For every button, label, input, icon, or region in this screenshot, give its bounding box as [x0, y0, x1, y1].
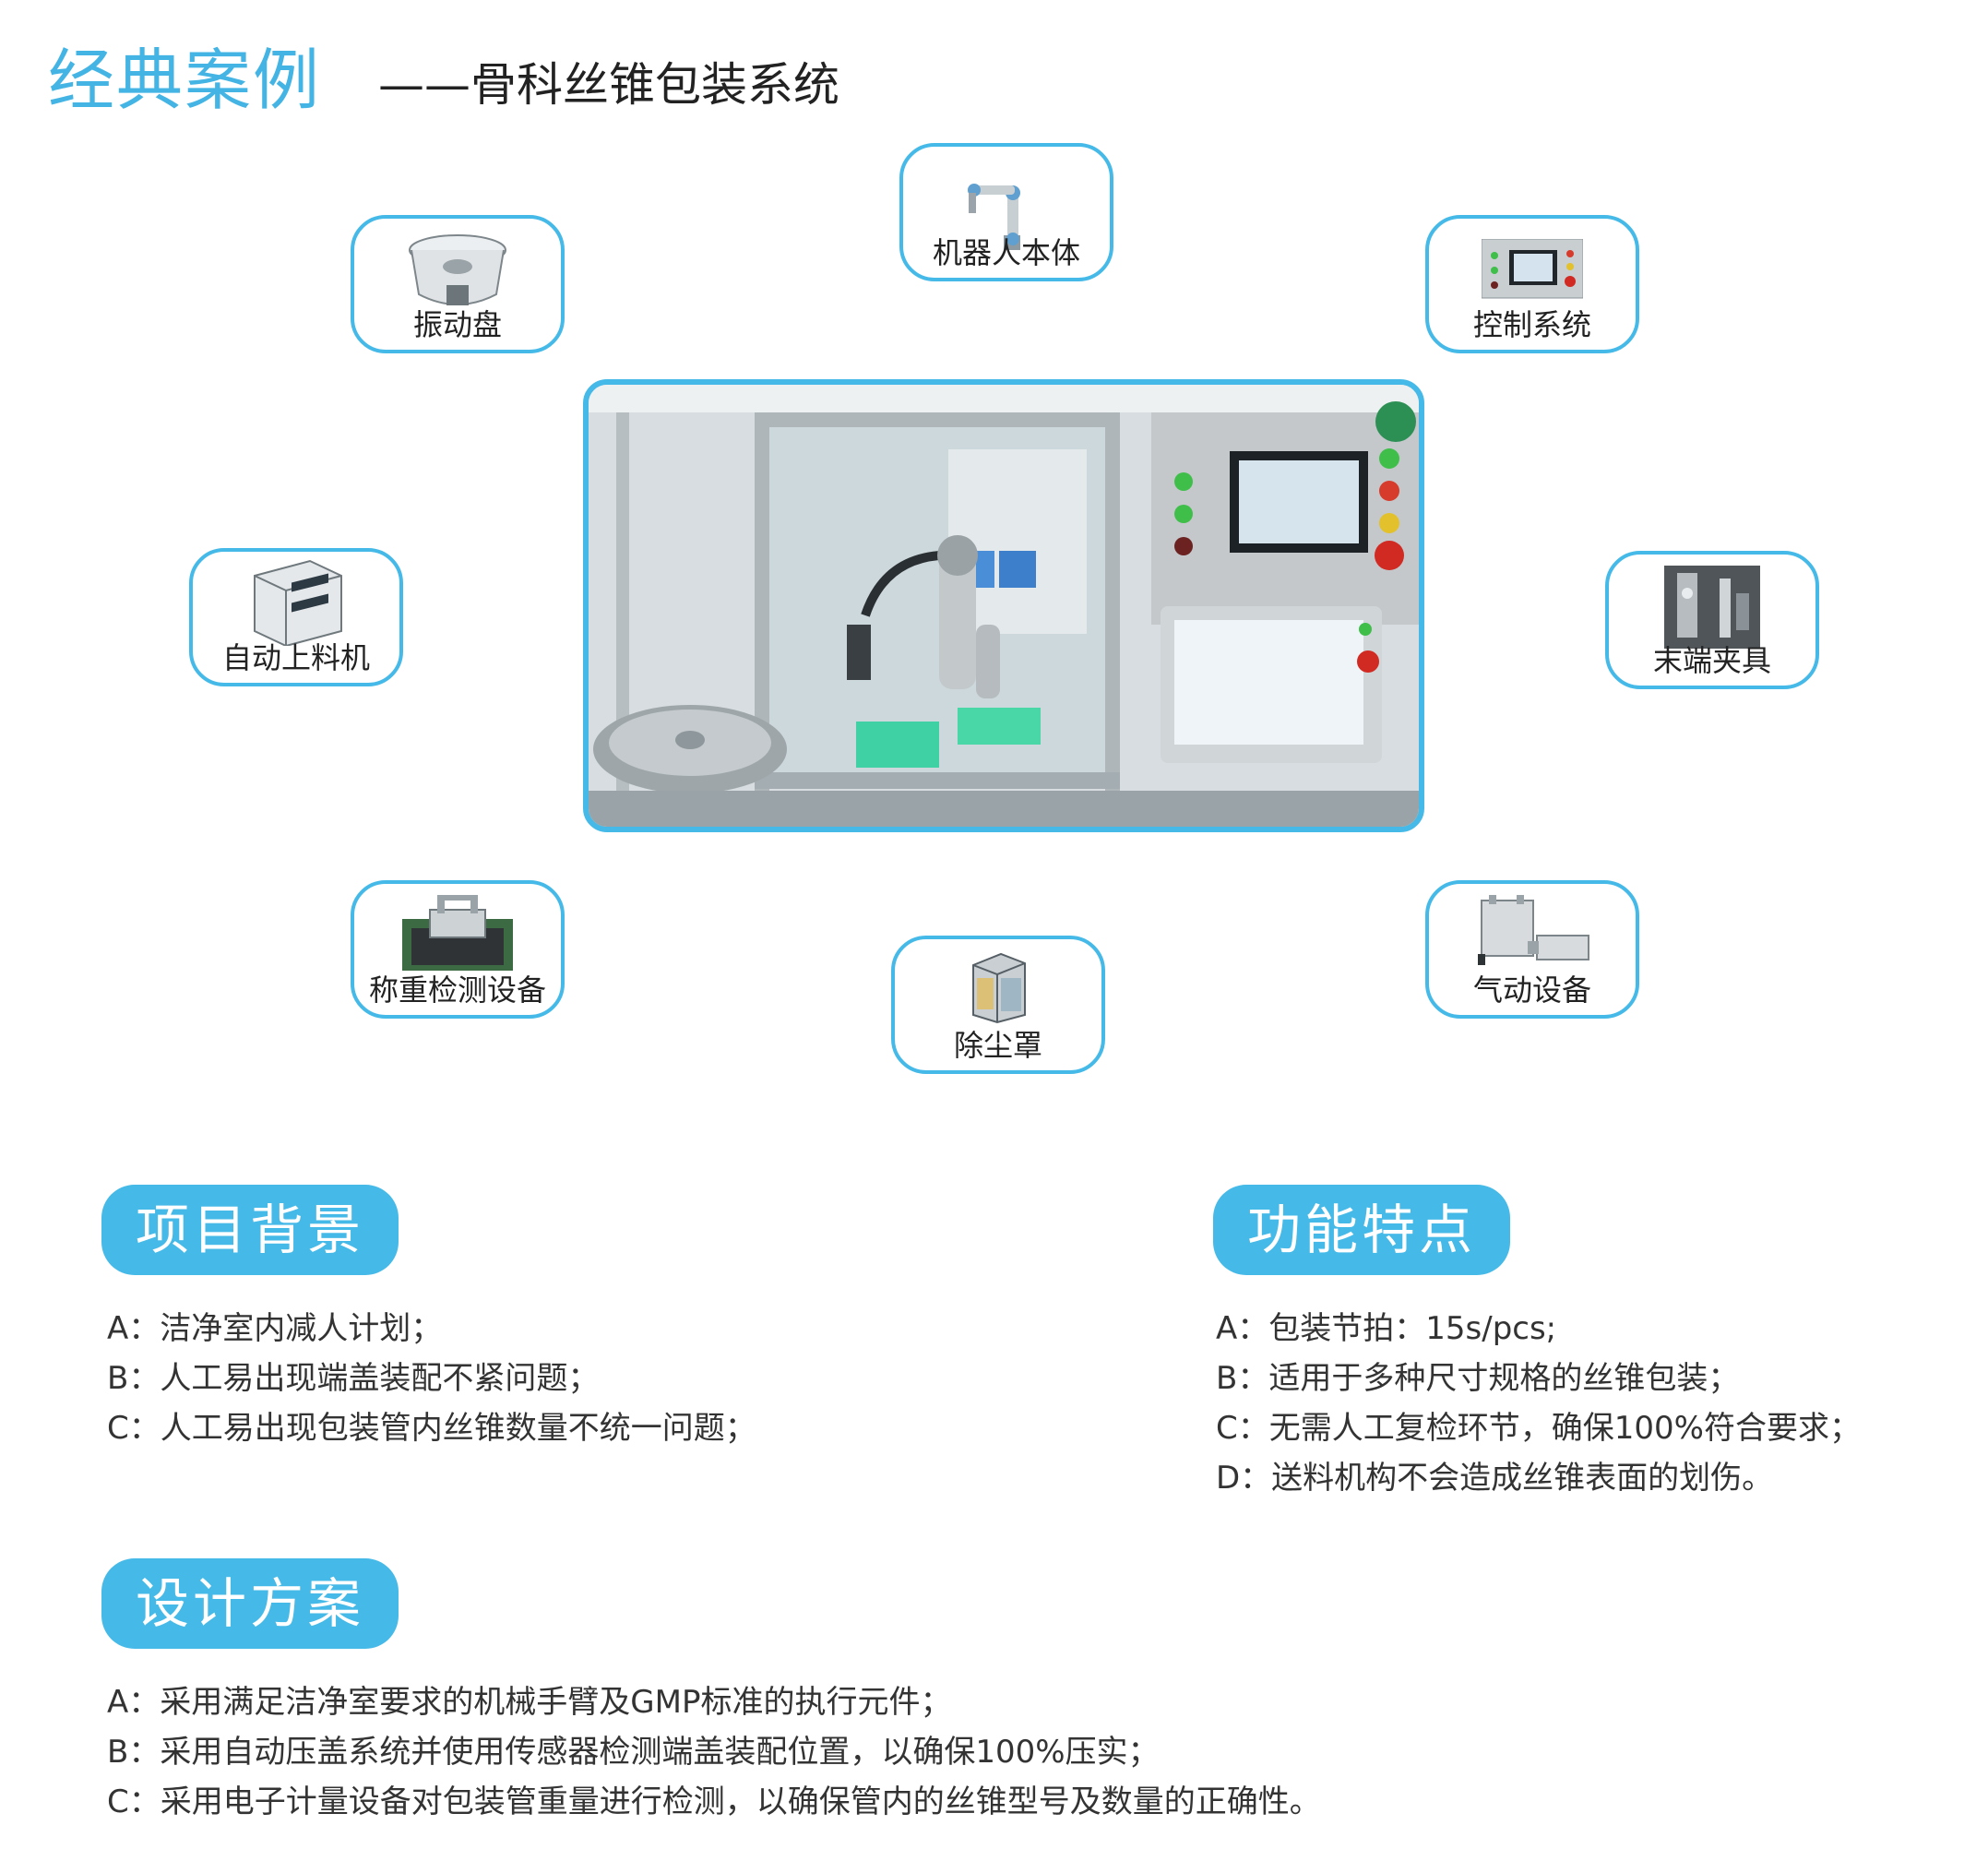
node-label-control: 控制系统 [1472, 307, 1591, 342]
equipment-illustration [589, 385, 1419, 827]
background-item: B：人工易出现端盖装配不紧问题； [107, 1360, 600, 1397]
design-item: B：采用自动压盖系统并使用传感器检测端盖装配位置，以确保100%压实； [107, 1734, 1160, 1771]
background-item: C：人工易出现包装管内丝锥数量不统一问题； [107, 1410, 756, 1447]
page-subtitle: ——骨科丝锥包装系统 [378, 58, 839, 112]
section-title-background: 项目背景 [101, 1185, 399, 1275]
node-label-vibration: 振动盘 [412, 307, 502, 342]
dust-cover-icon [972, 952, 1026, 1024]
features-item: C：无需人工复检环节，确保100%符合要求； [1216, 1410, 1861, 1447]
design-item: A：采用满足洁净室要求的机械手臂及GMP标准的执行元件； [107, 1684, 952, 1721]
node-control-system: 控制系统 [1425, 215, 1639, 353]
node-end-gripper: 末端夹具 [1605, 551, 1819, 689]
node-label-dust: 除尘罩 [953, 1028, 1042, 1063]
node-label-feeder: 自动上料机 [221, 640, 370, 675]
features-list: A：包装节拍：15s/pcs; B：适用于多种尺寸规格的丝锥包装； C：无需人工… [1216, 1304, 1861, 1503]
node-auto-feeder: 自动上料机 [189, 548, 403, 686]
robot-arm-icon [968, 184, 1020, 250]
node-label-robot: 机器人本体 [932, 235, 1080, 270]
gripper-icon [1664, 566, 1760, 649]
page-title: 经典案例 [48, 42, 322, 119]
node-weighing-device: 称重检测设备 [351, 880, 565, 1019]
vibration-bowl-icon [409, 234, 506, 305]
feeder-machine-icon [254, 559, 342, 646]
node-label-weighing: 称重检测设备 [368, 972, 546, 1008]
node-label-pneumatic: 气动设备 [1472, 972, 1591, 1008]
equipment-photo [583, 379, 1424, 832]
node-vibration-bowl: 振动盘 [351, 215, 565, 353]
design-item: C：采用电子计量设备对包装管重量进行检测，以确保管内的丝锥型号及数量的正确性。 [107, 1783, 1321, 1820]
node-label-gripper: 末端夹具 [1652, 643, 1771, 678]
section-title-features: 功能特点 [1213, 1185, 1510, 1275]
weighing-scale-icon [402, 895, 513, 971]
design-list: A：采用满足洁净室要求的机械手臂及GMP标准的执行元件； B：采用自动压盖系统并… [107, 1677, 1321, 1827]
control-panel-icon [1482, 239, 1583, 299]
node-robot-body: 机器人本体 [899, 143, 1113, 281]
features-item: D：送料机构不会造成丝锥表面的划伤。 [1216, 1460, 1774, 1497]
section-title-design: 设计方案 [101, 1558, 399, 1649]
background-item: A：洁净室内减人计划； [107, 1310, 443, 1347]
node-dust-cover: 除尘罩 [891, 936, 1105, 1074]
features-item: A：包装节拍：15s/pcs; [1216, 1310, 1557, 1347]
features-item: B：适用于多种尺寸规格的丝锥包装； [1216, 1360, 1740, 1397]
background-list: A：洁净室内减人计划； B：人工易出现端盖装配不紧问题； C：人工易出现包装管内… [107, 1304, 756, 1453]
pneumatic-cylinder-icon [1478, 895, 1589, 965]
node-pneumatic-device: 气动设备 [1425, 880, 1639, 1019]
